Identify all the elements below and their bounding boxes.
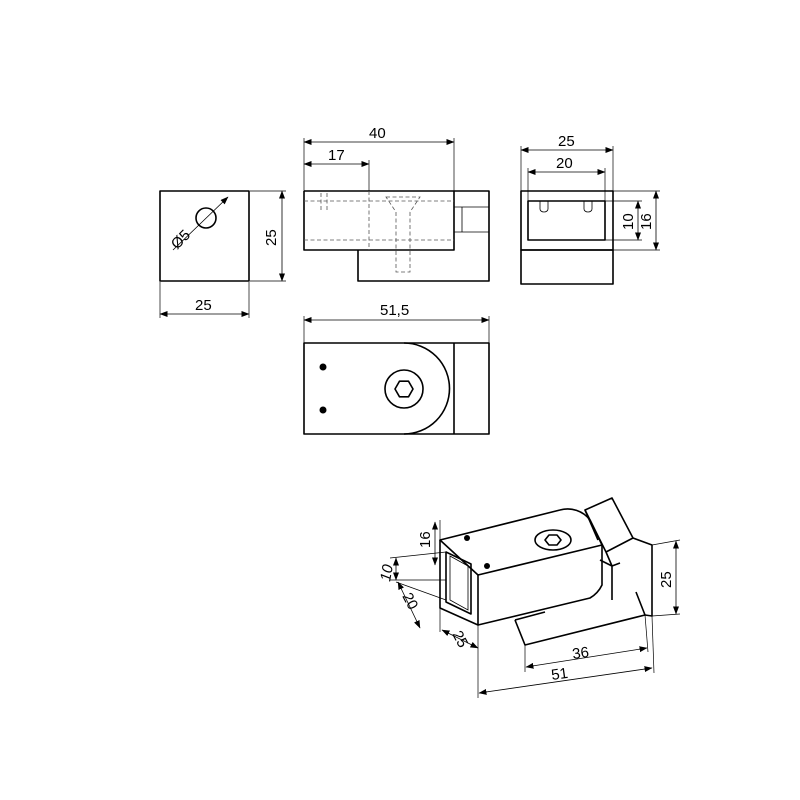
- iso-36-label: 36: [571, 644, 590, 663]
- hole-diameter-leader: [172, 196, 229, 251]
- top-51-label: 51,5: [380, 302, 409, 319]
- front-40-label: 40: [369, 125, 386, 142]
- iso-right-25-label: 25: [658, 571, 675, 588]
- iso-view: 16 10 20 25 25 36 51: [377, 497, 681, 698]
- iso-body-top: [439, 508, 603, 576]
- iso-10-label: 10: [377, 563, 397, 583]
- left-view: Ø5 25 25: [159, 190, 286, 318]
- side-view-lower: [520, 249, 614, 285]
- iso-51-dim-line: [478, 666, 653, 695]
- top-pin-hole-1: [319, 363, 327, 371]
- iso-body-side: [477, 545, 603, 626]
- front-view: 40 17: [303, 125, 490, 282]
- top-view-outline: [303, 342, 490, 435]
- iso-base-top-edge: [514, 611, 546, 621]
- top-pin-hole-2: [319, 406, 327, 414]
- left-width-label: 25: [195, 297, 212, 314]
- iso-side-rounded: [599, 559, 613, 567]
- iso-tube-opening: [445, 551, 472, 615]
- left-height-label: 25: [263, 229, 280, 246]
- side-pin-right: [583, 201, 593, 213]
- iso-36-dim-line: [525, 646, 648, 669]
- iso-tube-inner: [449, 555, 469, 611]
- iso-20-label: 20: [398, 590, 421, 613]
- iso-hex-socket-icon: [544, 534, 562, 546]
- iso-20-dim-line: [397, 581, 421, 629]
- iso-base-front: [514, 591, 646, 646]
- iso-51-ext-right: [651, 615, 655, 674]
- top-bolt-head: [384, 369, 424, 409]
- iso-16-label: 16: [417, 531, 434, 548]
- left-view-outline: [159, 190, 250, 282]
- iso-bolt-head: [534, 529, 572, 551]
- iso-pin-hole-2: [484, 563, 490, 569]
- hole-diameter-label: Ø5: [168, 227, 194, 253]
- side-view-slot: [527, 200, 606, 241]
- iso-51-label: 51: [550, 665, 569, 684]
- side-view-upper: [520, 190, 614, 251]
- hole-circle: [195, 207, 217, 229]
- side-16-label: 16: [638, 213, 655, 230]
- iso-36-ext-right: [644, 614, 649, 653]
- side-20-label: 20: [556, 155, 573, 172]
- iso-body-front: [439, 540, 479, 626]
- iso-25-label: 25: [448, 628, 471, 651]
- iso-upright: [584, 497, 653, 617]
- iso-25-dim-line: [441, 629, 479, 649]
- side-10-label: 10: [620, 213, 637, 230]
- side-25-label: 25: [558, 133, 575, 150]
- iso-right-25-ext-bottom: [651, 613, 681, 617]
- iso-upright-side: [584, 509, 599, 541]
- iso-10-ext-top: [389, 551, 447, 559]
- front-17-label: 17: [328, 147, 345, 164]
- side-view: 25 20 10 16: [520, 133, 660, 285]
- top-view: 51,5: [303, 302, 490, 435]
- side-pin-left: [539, 201, 549, 213]
- top-view-rounded-end: [403, 342, 451, 435]
- front-view-outline: [303, 190, 490, 282]
- iso-pin-hole-1: [464, 535, 470, 541]
- front-screw-hidden: [385, 196, 421, 273]
- hex-socket-icon: [394, 380, 414, 398]
